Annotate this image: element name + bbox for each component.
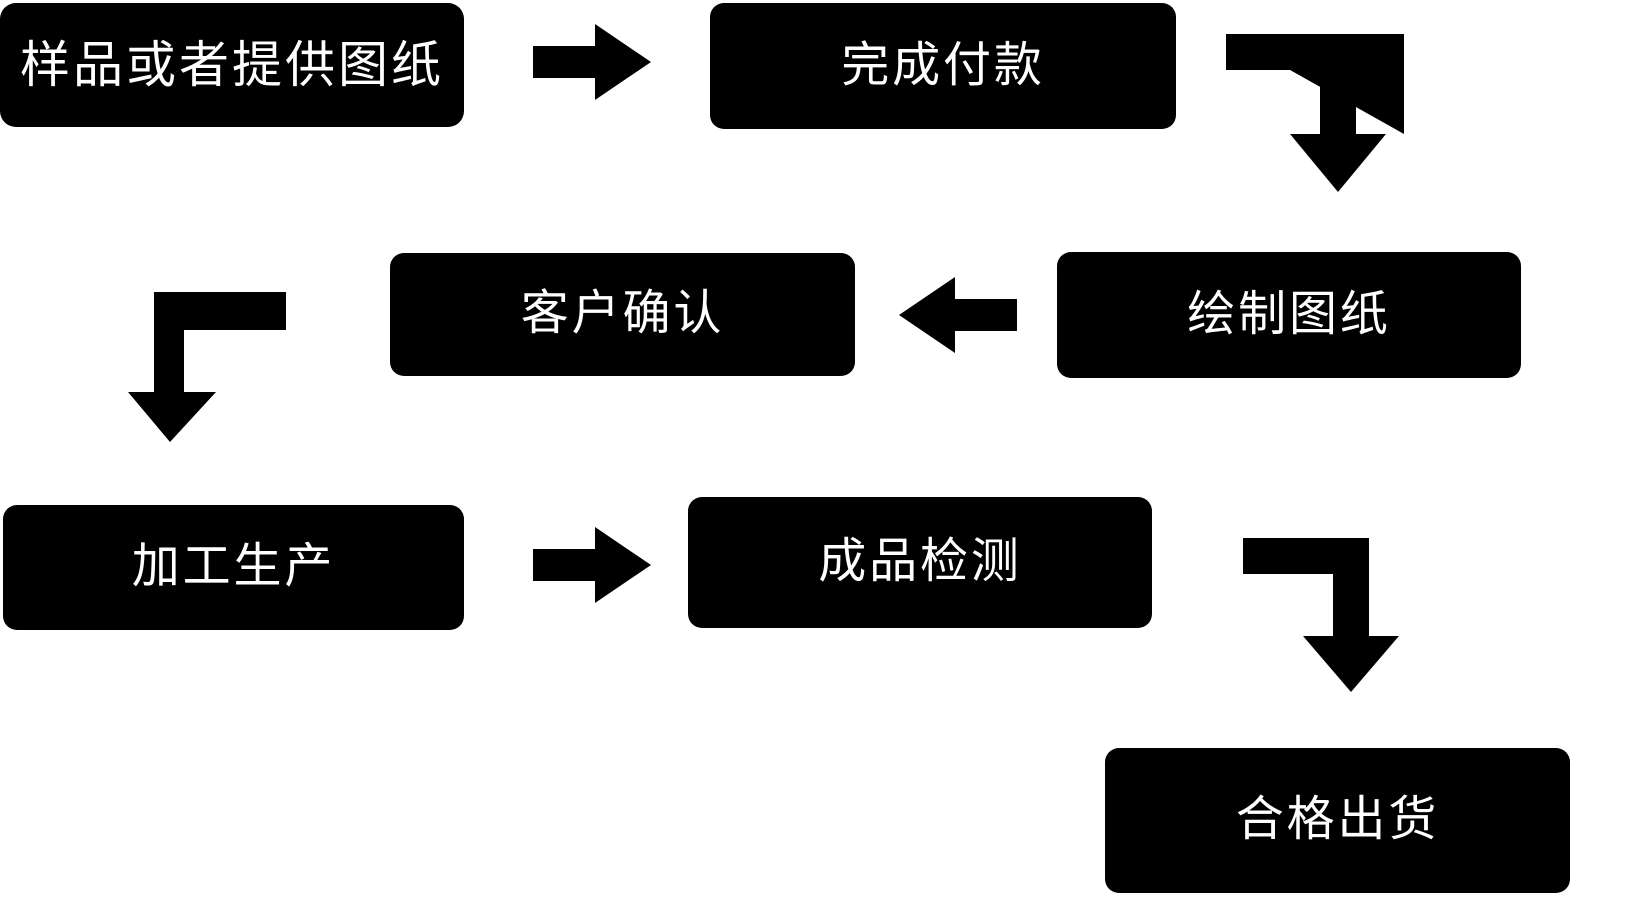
arrow-right-sample-to-payment bbox=[533, 22, 653, 102]
arrow-elbow-inspect-to-ship bbox=[1243, 538, 1415, 694]
arrow-right-produce-to-inspect bbox=[533, 525, 653, 605]
flow-node-inspect[interactable]: 成品检测 bbox=[688, 497, 1152, 628]
flow-node-sample[interactable]: 样品或者提供图纸 bbox=[0, 3, 464, 127]
flow-node-produce[interactable]: 加工生产 bbox=[3, 505, 464, 630]
arrow-elbow-confirm-to-produce bbox=[128, 292, 286, 444]
arrow-elbow-payment-to-drawing bbox=[1226, 34, 1404, 194]
arrow-left-drawing-to-confirm bbox=[897, 275, 1017, 355]
flow-node-drawing[interactable]: 绘制图纸 bbox=[1057, 252, 1521, 378]
flow-node-payment[interactable]: 完成付款 bbox=[710, 3, 1176, 129]
flow-node-ship[interactable]: 合格出货 bbox=[1105, 748, 1570, 893]
flow-node-confirm[interactable]: 客户确认 bbox=[390, 253, 855, 376]
